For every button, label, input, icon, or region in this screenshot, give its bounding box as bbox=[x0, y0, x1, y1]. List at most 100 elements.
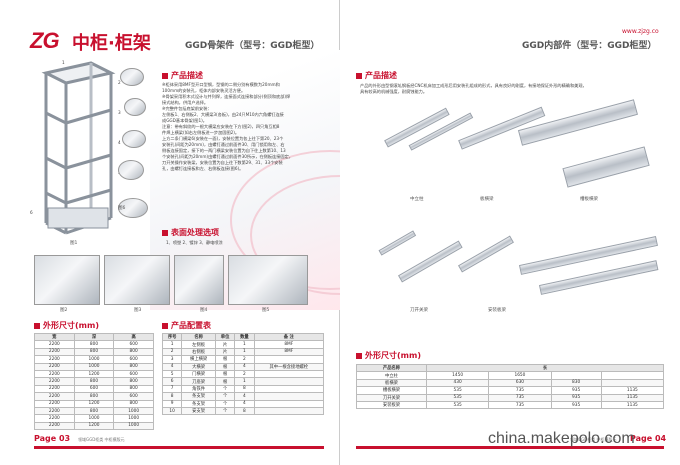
table-cell bbox=[550, 371, 602, 380]
photo-frame-base bbox=[104, 255, 170, 305]
part-label: 槽板横梁 bbox=[580, 197, 598, 202]
table-cell: 条支架 bbox=[181, 392, 216, 401]
table-cell: 430 bbox=[425, 378, 490, 388]
footer-note-right: 领域GGD柜类 中柜模版元 bbox=[570, 437, 617, 442]
desc-line: 具有较高的机械强度，耐腐蚀能力。 bbox=[360, 89, 428, 94]
column-header: 宽 bbox=[34, 332, 75, 342]
table-cell: 横上横梁 bbox=[181, 355, 216, 364]
section-label: 产品配置表 bbox=[171, 321, 211, 330]
section-title-dim-right: 外形尺寸(mm) bbox=[356, 350, 421, 361]
table-cell: 角铁件 bbox=[181, 384, 216, 394]
table-cell: 2200 bbox=[34, 421, 75, 431]
section-label: 表面处理选项 bbox=[171, 228, 219, 237]
table-cell: 535 bbox=[425, 393, 490, 402]
table-cell: 中立柱 bbox=[356, 371, 427, 380]
marker: 2 bbox=[118, 80, 121, 85]
table-cell bbox=[253, 355, 325, 364]
table-cell bbox=[600, 378, 665, 388]
table-cell: 1000 bbox=[73, 362, 115, 371]
table-cell: 2200 bbox=[34, 392, 75, 401]
table-cell: 2200 bbox=[34, 355, 75, 364]
table-cell: 2200 bbox=[34, 362, 75, 371]
section-title-desc: 产品描述 bbox=[162, 70, 203, 81]
table-cell: 8 bbox=[234, 384, 255, 394]
part-label: 板横梁 bbox=[480, 197, 494, 202]
table-header-row: 序号 名称 单位 数量 备 注 bbox=[161, 332, 325, 342]
table-cell: 2200 bbox=[34, 399, 75, 408]
table-cell: 根 bbox=[214, 369, 236, 379]
table-cell: 7 bbox=[161, 384, 183, 394]
table-cell: 535 bbox=[425, 400, 490, 410]
table-cell: 1000 bbox=[73, 414, 115, 423]
rail-groove-beam bbox=[517, 99, 638, 146]
rail-knife-switch-2 bbox=[398, 240, 463, 283]
table-cell: 安支架 bbox=[181, 406, 216, 416]
fig-label: 图4 bbox=[200, 308, 208, 313]
table-cell: 左侧板 bbox=[181, 340, 216, 349]
marker: 3 bbox=[118, 110, 121, 115]
part-label: 安装板梁 bbox=[488, 308, 506, 313]
section-label: 外形尺寸(mm) bbox=[365, 351, 421, 360]
table-cell: 根 bbox=[214, 362, 236, 371]
table-cell: 1 bbox=[234, 377, 255, 386]
table-cell: 2 bbox=[234, 369, 255, 379]
table-cell: 1200 bbox=[73, 421, 115, 431]
rail-groove-beam-2 bbox=[562, 146, 650, 188]
desc-line: 接式结构，供用户选择。 bbox=[162, 100, 209, 105]
table-cell: 1200 bbox=[73, 399, 115, 408]
table-cell: 5 bbox=[161, 369, 183, 379]
table-cell: 片 bbox=[214, 340, 236, 349]
table-cell: 8 bbox=[234, 406, 255, 416]
table-cell: 935 bbox=[550, 386, 602, 395]
desc-line: ※骨架采用积木式设计与并列焊，连接面式连接和部分(侧顶和底部)焊 bbox=[162, 94, 291, 99]
table-cell: 刀开关梁 bbox=[356, 393, 427, 402]
desc-line: 成GGD基本骨架(图1)。 bbox=[162, 118, 207, 123]
table-cell: 片 bbox=[214, 347, 236, 357]
footer-bar bbox=[34, 446, 324, 449]
table-cell: 735 bbox=[488, 393, 552, 402]
desc-line: 个安装孔(间距为20mm)由螺钉通过前面件30所示，在侧板连接固定， bbox=[162, 154, 293, 159]
section-bullet-icon bbox=[34, 322, 40, 329]
table-cell: 条支架 bbox=[181, 399, 216, 408]
column-header: 单位 bbox=[214, 332, 236, 342]
table-cell: 6 bbox=[161, 377, 183, 386]
table-cell: 根 bbox=[214, 355, 236, 364]
table-cell: 600 bbox=[113, 355, 154, 364]
table-cell: 8MF bbox=[253, 340, 325, 349]
column-header: 高 bbox=[113, 332, 154, 342]
footer-note-left: 领域GGD柜类 中柜模版元 bbox=[78, 437, 125, 442]
table-cell: 535 bbox=[425, 386, 490, 395]
zg-logo: ZG bbox=[30, 28, 60, 53]
table-cell: 630 bbox=[488, 378, 552, 388]
table-cell: 大横梁 bbox=[181, 362, 216, 371]
table-cell: 4 bbox=[234, 399, 255, 408]
cabinet-frame-illustration bbox=[36, 58, 116, 238]
table-cell: 8MF bbox=[253, 347, 325, 357]
table-cell: 1000 bbox=[113, 406, 154, 416]
table-cell: 1000 bbox=[113, 414, 154, 423]
brand-name: 中柜·柜架 bbox=[72, 33, 151, 54]
marker: 6 bbox=[30, 210, 33, 215]
column-header: 深 bbox=[73, 332, 115, 342]
table-cell: 2 bbox=[234, 355, 255, 364]
table-cell bbox=[253, 369, 325, 379]
section-bullet-icon bbox=[162, 229, 168, 236]
desc-line: 左侧板1、右侧板2、大横梁3(各板)，由24只M10内六角螺钉连接 bbox=[162, 112, 284, 117]
table-header-row: 产品名称 长 bbox=[356, 363, 664, 373]
fig-label: 图1 bbox=[70, 241, 78, 246]
table-cell: 800 bbox=[113, 384, 154, 394]
table-cell: 800 bbox=[73, 340, 115, 349]
website-url: www.zjzg.co bbox=[622, 28, 659, 35]
